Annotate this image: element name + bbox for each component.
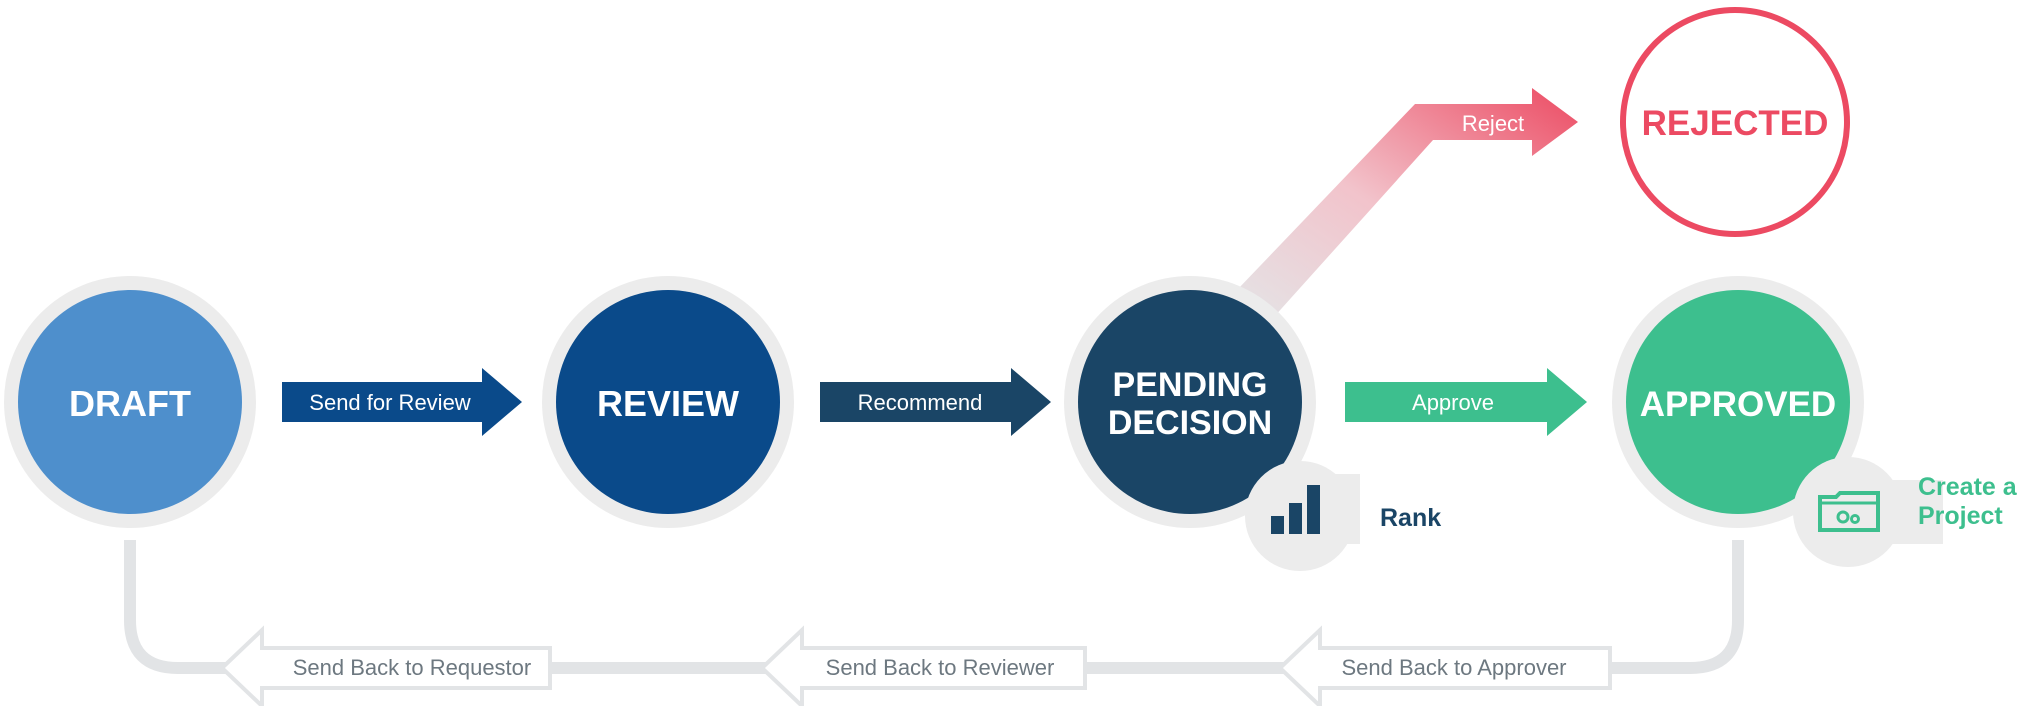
- review-circle: [556, 290, 780, 514]
- recommend-arrow-label: Recommend: [858, 390, 983, 415]
- rejected-label: REJECTED: [1642, 104, 1829, 143]
- back-arrow-to-approver[interactable]: Send Back to Approver: [1277, 625, 1612, 706]
- reject-arrow[interactable]: Reject: [1237, 88, 1578, 318]
- draft-circle: [18, 290, 242, 514]
- approved-circle: [1626, 290, 1850, 514]
- back-arrow-to-approver-label: Send Back to Approver: [1341, 655, 1566, 680]
- back-arrow-to-requestor[interactable]: Send Back to Requestor: [219, 625, 552, 706]
- recommend-arrow[interactable]: Recommend: [820, 368, 1051, 436]
- draft-label: DRAFT: [69, 383, 191, 424]
- approve-arrow-label: Approve: [1412, 390, 1494, 415]
- approved-label: APPROVED: [1640, 385, 1836, 424]
- folder-project-icon: [1818, 491, 1880, 532]
- back-arrow-to-reviewer-label: Send Back to Reviewer: [826, 655, 1055, 680]
- bar-chart-icon: [1271, 485, 1320, 534]
- approve-arrow[interactable]: Approve: [1345, 368, 1587, 436]
- create-project-action[interactable]: Create a Project: [1793, 457, 2018, 567]
- create-project-badge: [1793, 457, 1903, 567]
- reject-arrow-label: Reject: [1462, 111, 1524, 136]
- create-project-label-line1: Create a: [1918, 473, 2018, 501]
- pending-label-line1: PENDING: [1113, 366, 1268, 404]
- rank-action[interactable]: Rank: [1245, 461, 1441, 571]
- rejected-circle: [1620, 7, 1850, 237]
- back-arrow-to-reviewer[interactable]: Send Back to Reviewer: [759, 625, 1087, 706]
- approved-state[interactable]: APPROVED: [1612, 276, 1864, 528]
- review-state[interactable]: REVIEW: [542, 276, 794, 528]
- pending-circle: [1078, 290, 1302, 514]
- rank-label: Rank: [1380, 504, 1441, 532]
- review-label: REVIEW: [597, 383, 739, 424]
- create-project-label-line2: Project: [1918, 502, 2003, 530]
- pending-label-line2: DECISION: [1108, 404, 1272, 442]
- draft-state[interactable]: DRAFT: [4, 276, 256, 528]
- send-for-review-arrow[interactable]: Send for Review: [282, 368, 522, 436]
- rejected-state[interactable]: REJECTED: [1620, 7, 1850, 237]
- send-for-review-label: Send for Review: [309, 390, 471, 415]
- pending-decision-state[interactable]: PENDING DECISION: [1064, 276, 1316, 528]
- back-arrow-to-requestor-label: Send Back to Requestor: [293, 655, 531, 680]
